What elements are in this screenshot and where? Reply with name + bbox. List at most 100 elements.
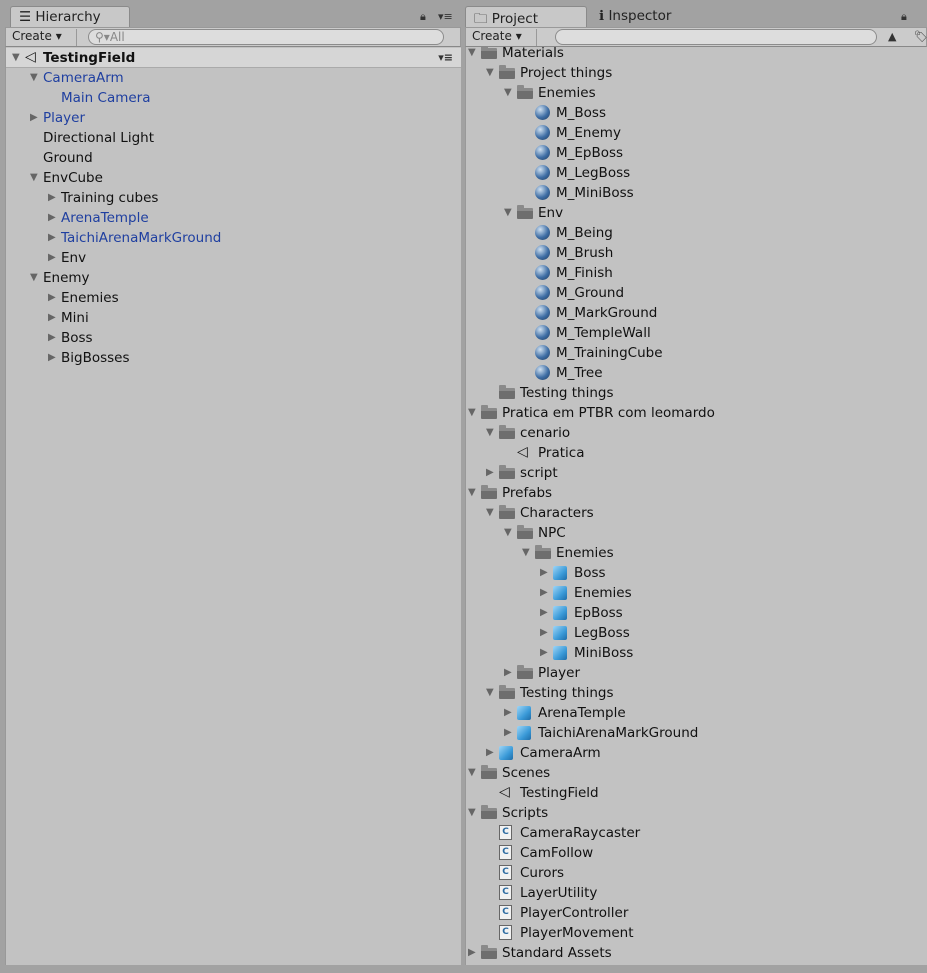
tree-item[interactable]: ▶LegBoss: [466, 623, 927, 643]
tree-item[interactable]: ▼EnvCube: [6, 168, 461, 188]
tree-item[interactable]: ▶Boss: [466, 563, 927, 583]
collapsed-arrow-icon[interactable]: ▶: [540, 567, 548, 578]
tree-item[interactable]: Directional Light: [6, 128, 461, 148]
collapsed-arrow-icon[interactable]: ▶: [540, 607, 548, 618]
collapsed-arrow-icon[interactable]: ▶: [486, 467, 494, 478]
collapsed-arrow-icon[interactable]: ▶: [468, 947, 476, 958]
tree-item[interactable]: ◁TestingField: [466, 783, 927, 803]
tree-item[interactable]: ▶Player: [466, 663, 927, 683]
tree-item[interactable]: ▼Scenes: [466, 763, 927, 783]
tree-item[interactable]: ◁Pratica: [466, 443, 927, 463]
tree-item[interactable]: M_EpBoss: [466, 143, 927, 163]
tree-item[interactable]: ▼Project things: [466, 63, 927, 83]
tree-item[interactable]: ▶MiniBoss: [466, 643, 927, 663]
collapsed-arrow-icon[interactable]: ▶: [540, 627, 548, 638]
tree-item[interactable]: ▼Env: [466, 203, 927, 223]
collapsed-arrow-icon[interactable]: ▶: [48, 332, 56, 343]
tree-item[interactable]: ▼Materials: [466, 47, 927, 63]
collapsed-arrow-icon[interactable]: ▶: [540, 587, 548, 598]
tree-item[interactable]: M_MiniBoss: [466, 183, 927, 203]
expanded-arrow-icon[interactable]: ▼: [468, 807, 476, 818]
tree-item[interactable]: ▶Enemies: [6, 288, 461, 308]
tree-item[interactable]: M_Finish: [466, 263, 927, 283]
lock-icon[interactable]: 🔒︎: [901, 10, 907, 23]
tree-item[interactable]: ▶ArenaTemple: [466, 703, 927, 723]
tree-item[interactable]: ▶EpBoss: [466, 603, 927, 623]
tree-item[interactable]: M_Tree: [466, 363, 927, 383]
collapsed-arrow-icon[interactable]: ▶: [486, 747, 494, 758]
tree-item[interactable]: ▼cenario: [466, 423, 927, 443]
tree-item[interactable]: ▼Testing things: [466, 683, 927, 703]
scene-menu-icon[interactable]: ▾≡: [438, 51, 453, 64]
collapsed-arrow-icon[interactable]: ▶: [48, 232, 56, 243]
expanded-arrow-icon[interactable]: ▼: [486, 427, 494, 438]
tab-hierarchy[interactable]: ☰ Hierarchy: [10, 6, 130, 28]
tree-item[interactable]: ▼NPC: [466, 523, 927, 543]
tree-item[interactable]: M_TempleWall: [466, 323, 927, 343]
tree-item[interactable]: ▼Characters: [466, 503, 927, 523]
tree-item[interactable]: M_TrainingCube: [466, 343, 927, 363]
tree-item[interactable]: M_Brush: [466, 243, 927, 263]
tree-item[interactable]: ▶TaichiArenaMarkGround: [6, 228, 461, 248]
tree-item[interactable]: M_Boss: [466, 103, 927, 123]
tree-item[interactable]: Ground: [6, 148, 461, 168]
filter-by-label-icon[interactable]: 🏷︎: [914, 30, 927, 43]
lock-icon[interactable]: 🔒︎: [420, 10, 426, 23]
expanded-arrow-icon[interactable]: ▼: [522, 547, 530, 558]
tree-item[interactable]: ▶Boss: [6, 328, 461, 348]
expanded-arrow-icon[interactable]: ▼: [30, 172, 38, 183]
filter-by-type-icon[interactable]: ▲: [888, 30, 897, 43]
expanded-arrow-icon[interactable]: ▼: [30, 72, 38, 83]
collapsed-arrow-icon[interactable]: ▶: [504, 667, 512, 678]
tree-item[interactable]: ▶Enemies: [466, 583, 927, 603]
expanded-arrow-icon[interactable]: ▼: [486, 687, 494, 698]
create-button[interactable]: Create ▾: [12, 29, 77, 46]
search-input[interactable]: [555, 29, 877, 45]
tree-item[interactable]: ▶CameraArm: [466, 743, 927, 763]
expanded-arrow-icon[interactable]: ▼: [12, 52, 20, 63]
tree-item[interactable]: ▶script: [466, 463, 927, 483]
expanded-arrow-icon[interactable]: ▼: [468, 47, 476, 58]
tree-item[interactable]: M_Enemy: [466, 123, 927, 143]
expanded-arrow-icon[interactable]: ▼: [504, 87, 512, 98]
collapsed-arrow-icon[interactable]: ▶: [504, 727, 512, 738]
create-button[interactable]: Create ▾: [472, 29, 537, 46]
expanded-arrow-icon[interactable]: ▼: [30, 272, 38, 283]
tab-project[interactable]: 🗀 Project: [465, 6, 587, 28]
collapsed-arrow-icon[interactable]: ▶: [48, 292, 56, 303]
tree-item[interactable]: ▶Standard Assets: [466, 943, 927, 963]
tree-item[interactable]: ▶Mini: [6, 308, 461, 328]
expanded-arrow-icon[interactable]: ▼: [468, 487, 476, 498]
tree-item[interactable]: Testing things: [466, 383, 927, 403]
expanded-arrow-icon[interactable]: ▼: [486, 67, 494, 78]
tree-item[interactable]: ▶Env: [6, 248, 461, 268]
tree-item[interactable]: ▶BigBosses: [6, 348, 461, 368]
tree-item[interactable]: M_MarkGround: [466, 303, 927, 323]
collapsed-arrow-icon[interactable]: ▶: [48, 192, 56, 203]
expanded-arrow-icon[interactable]: ▼: [468, 767, 476, 778]
expanded-arrow-icon[interactable]: ▼: [504, 207, 512, 218]
tree-item[interactable]: ▼CameraArm: [6, 68, 461, 88]
panel-menu-icon[interactable]: ▾≡: [438, 10, 453, 23]
tree-item[interactable]: ▼Enemies: [466, 83, 927, 103]
tree-item[interactable]: ▼Prefabs: [466, 483, 927, 503]
expanded-arrow-icon[interactable]: ▼: [468, 407, 476, 418]
tree-item[interactable]: ▶TaichiArenaMarkGround: [466, 723, 927, 743]
tree-item[interactable]: ▼Enemy: [6, 268, 461, 288]
expanded-arrow-icon[interactable]: ▼: [504, 527, 512, 538]
collapsed-arrow-icon[interactable]: ▶: [48, 352, 56, 363]
tab-inspector[interactable]: ℹ Inspector: [599, 8, 672, 24]
tree-item[interactable]: M_Ground: [466, 283, 927, 303]
tree-item[interactable]: ▶Player: [6, 108, 461, 128]
tree-item[interactable]: M_LegBoss: [466, 163, 927, 183]
collapsed-arrow-icon[interactable]: ▶: [48, 212, 56, 223]
tree-item[interactable]: Main Camera: [6, 88, 461, 108]
tree-item[interactable]: ▶ArenaTemple: [6, 208, 461, 228]
tree-item[interactable]: ▶Training cubes: [6, 188, 461, 208]
